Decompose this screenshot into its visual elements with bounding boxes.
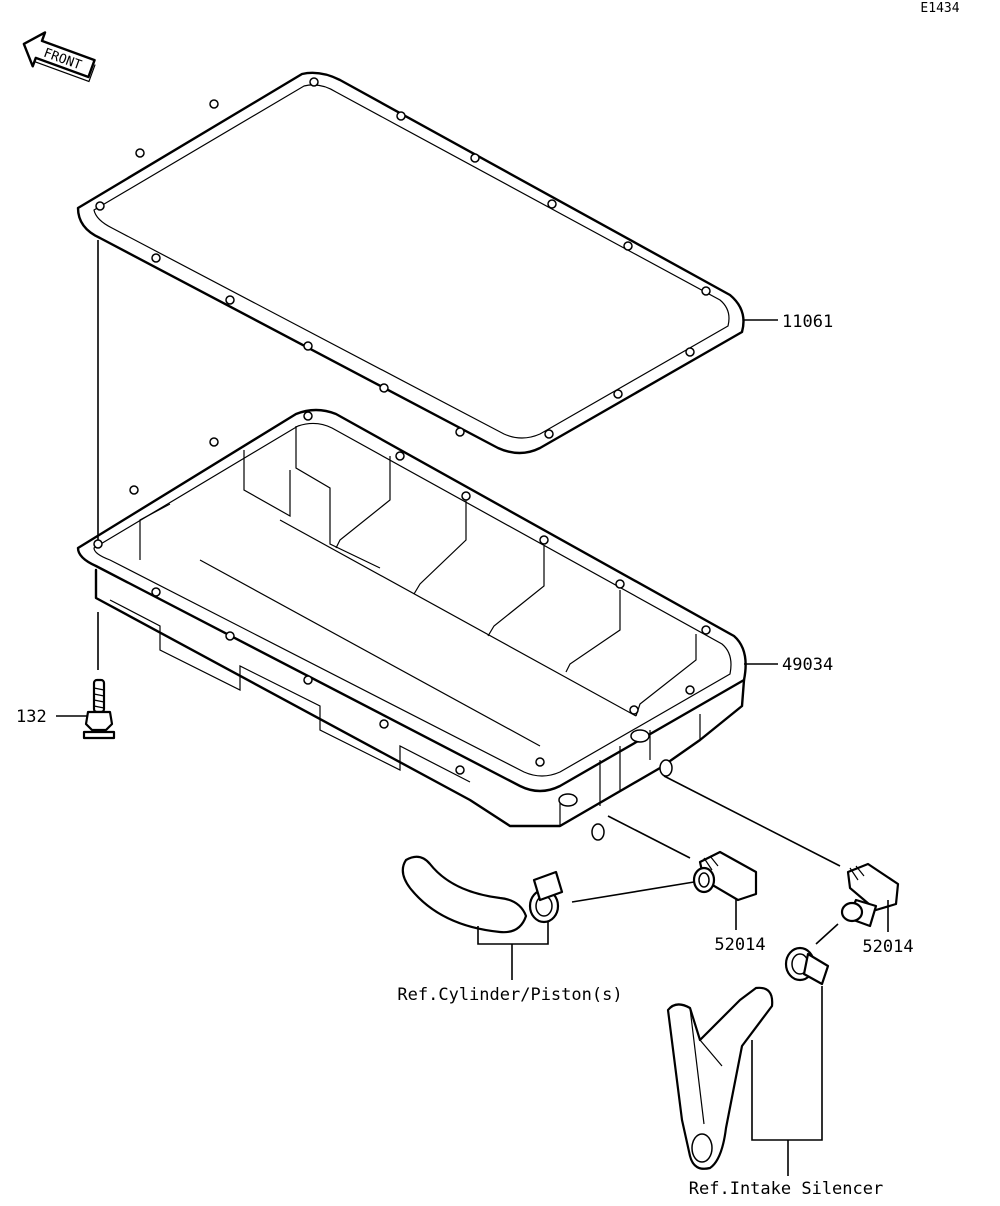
intake-ref-bracket: [751, 986, 823, 1141]
gasket-bolt-holes: [95, 77, 711, 439]
gasket-part: [76, 71, 745, 455]
part-number-left-fitting: 52014: [714, 935, 765, 955]
part-number-oil-pan: 49034: [782, 655, 833, 675]
reference-cylinder: Ref.Cylinder/Piston(s): [397, 985, 622, 1005]
left-fitting-alignment: [607, 815, 691, 859]
front-arrow-icon: FRONT: [22, 31, 96, 83]
oil-pan-bolt-holes: [93, 411, 711, 775]
front-label: FRONT: [41, 46, 83, 74]
part-number-right-fitting: 52014: [862, 937, 913, 957]
right-fitting-clamp-line: [815, 923, 839, 945]
right-fitting-alignment: [663, 775, 841, 867]
part-number-gasket: 11061: [782, 312, 833, 332]
right-fitting-part: [840, 862, 900, 928]
intake-clamp-part: [784, 946, 830, 986]
cylinder-hose-part: [401, 855, 564, 934]
cylinder-ref-bracket: [477, 922, 549, 945]
reference-intake: Ref.Intake Silencer: [689, 1179, 883, 1199]
left-fitting-hose-line: [571, 881, 695, 903]
part-number-bolt: 132: [16, 707, 47, 727]
left-fitting-part: [692, 850, 758, 902]
intake-hose-part: [666, 986, 774, 1170]
oil-pan-part: [76, 408, 747, 841]
diagram-code: E1434: [920, 1, 959, 16]
bolt-part: [82, 678, 116, 740]
